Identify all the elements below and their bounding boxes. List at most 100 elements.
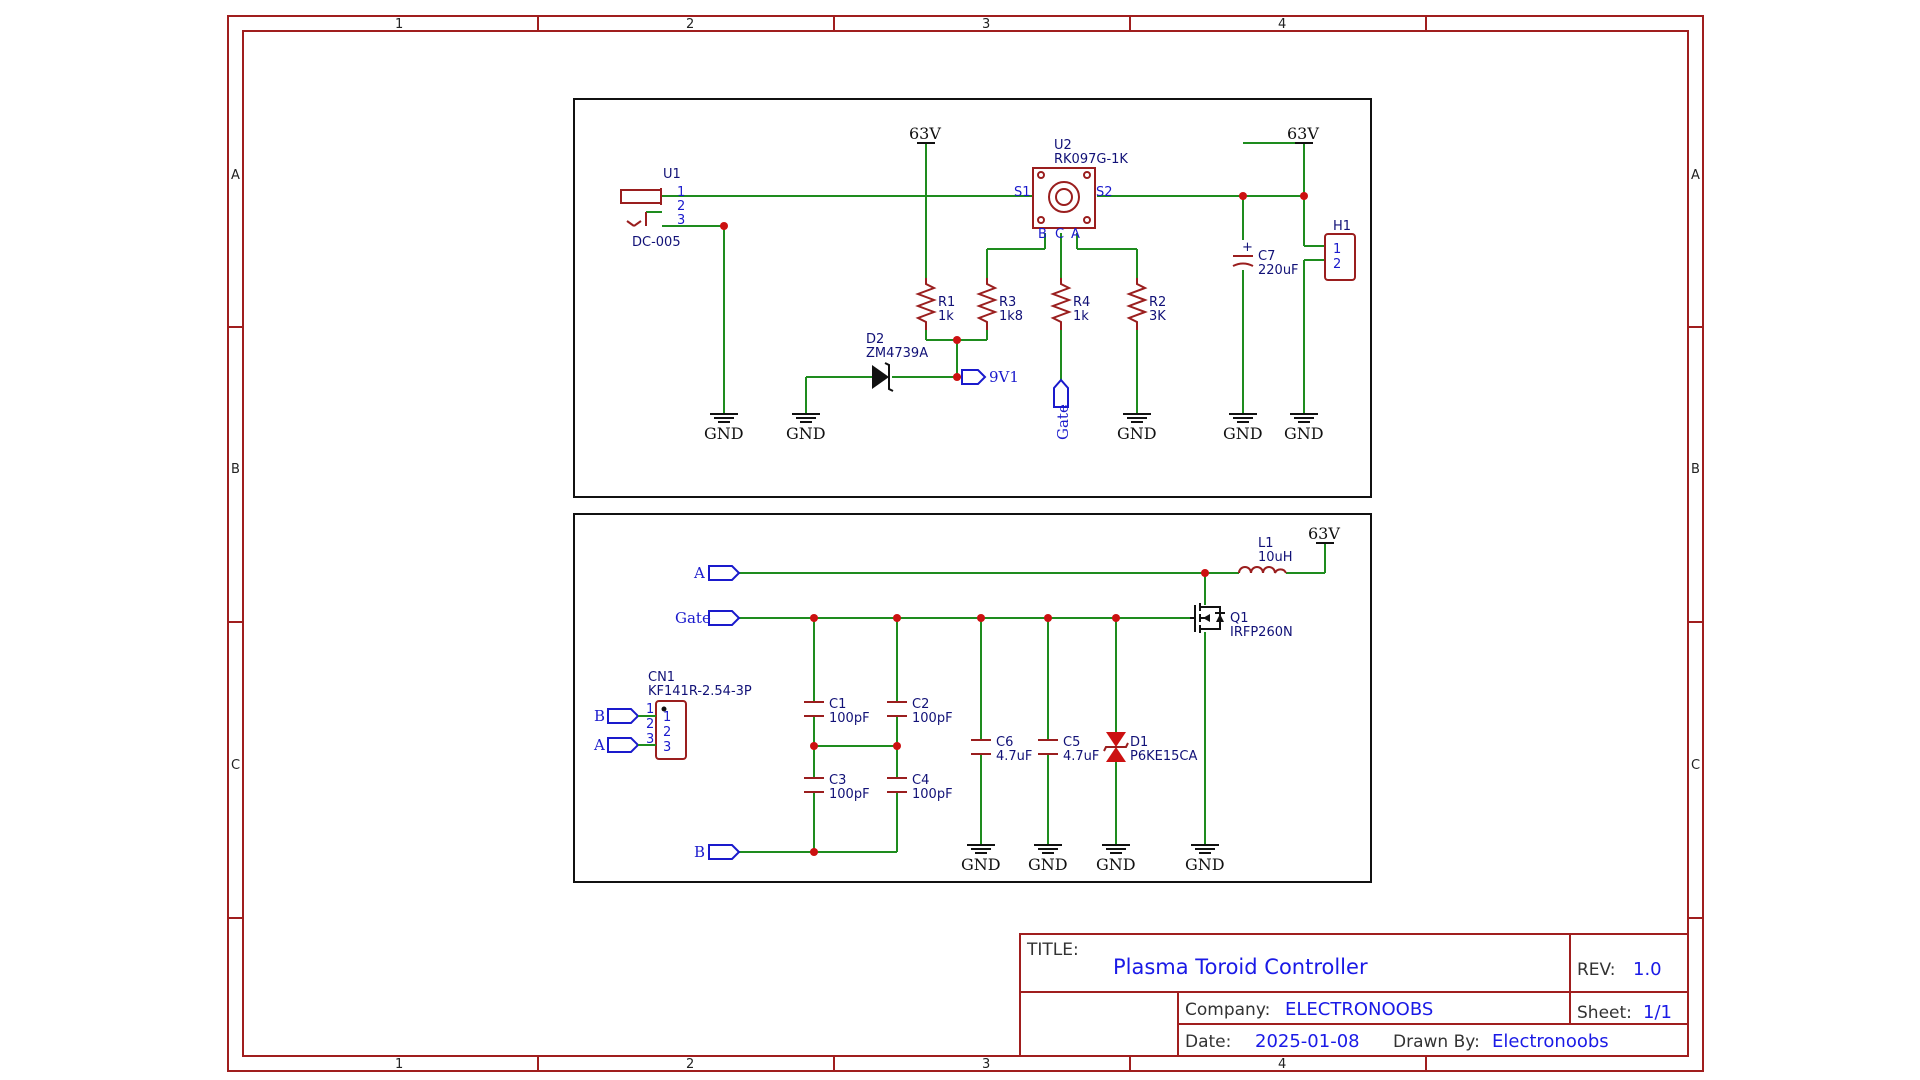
r1-value: 1k bbox=[938, 309, 954, 324]
c3-designator: C3 bbox=[829, 773, 846, 788]
col-label-3-bottom: 3 bbox=[982, 1057, 990, 1072]
row-label-c-right: C bbox=[1691, 758, 1700, 773]
h1-designator: H1 bbox=[1333, 219, 1351, 234]
cn1-inner-pin-3: 3 bbox=[663, 740, 671, 755]
u1-pin-3: 3 bbox=[677, 213, 685, 228]
sheet-frame: 1 2 3 4 1 2 3 4 A B C A B C bbox=[227, 15, 1704, 1072]
c6-value: 4.7uF bbox=[996, 749, 1032, 764]
u1-designator: U1 bbox=[663, 167, 681, 182]
c4-value: 100pF bbox=[912, 787, 953, 802]
power-flag-63v-right: 63V bbox=[1287, 124, 1319, 144]
cn1-pin-2: 2 bbox=[646, 717, 654, 732]
u2-pin-s1: S1 bbox=[1014, 185, 1031, 200]
u2-pin-b: B bbox=[1038, 227, 1047, 242]
net-gate-label: Gate bbox=[675, 609, 711, 627]
c1-value: 100pF bbox=[829, 711, 870, 726]
gnd-label-h1: GND bbox=[1284, 424, 1324, 443]
d1-value: P6KE15CA bbox=[1130, 749, 1197, 764]
rev-label: REV: bbox=[1577, 960, 1616, 980]
power-63v-lower-label: 63V bbox=[1308, 524, 1340, 543]
row-label-b-right: B bbox=[1691, 462, 1700, 477]
power-63v-right-label: 63V bbox=[1287, 124, 1319, 143]
c7-polarity: + bbox=[1242, 240, 1253, 255]
connector-cn1: CN1 KF141R-2.54-3P 1 2 3 1 2 3 B A bbox=[593, 670, 752, 760]
c2-designator: C2 bbox=[912, 697, 929, 712]
upper-wires bbox=[646, 142, 1325, 414]
r2-designator: R2 bbox=[1149, 295, 1166, 310]
sheet-label: Sheet: bbox=[1577, 1003, 1632, 1023]
gnd-symbols-lower: GND GND GND GND bbox=[961, 844, 1225, 874]
capacitor-c5: C5 4.7uF bbox=[1038, 735, 1099, 764]
r3-designator: R3 bbox=[999, 295, 1016, 310]
lower-block-border bbox=[573, 513, 1372, 883]
net-port-a: A bbox=[693, 564, 741, 582]
cn1-net-b-label: B bbox=[594, 707, 605, 725]
c3-value: 100pF bbox=[829, 787, 870, 802]
row-label-c-left: C bbox=[231, 758, 240, 773]
net-a-label: A bbox=[693, 564, 705, 582]
gnd-label-d1: GND bbox=[1096, 855, 1136, 874]
upper-junctions bbox=[720, 192, 1308, 381]
gnd-label-c5: GND bbox=[1028, 855, 1068, 874]
d1-designator: D1 bbox=[1130, 735, 1148, 750]
net-gate-upper-label: Gate bbox=[1054, 404, 1072, 440]
capacitor-c1: C1 100pF bbox=[804, 697, 870, 726]
gnd-label-r2: GND bbox=[1117, 424, 1157, 443]
d2-designator: D2 bbox=[866, 332, 884, 347]
col-label-3-top: 3 bbox=[982, 17, 990, 32]
gnd-label-c7: GND bbox=[1223, 424, 1263, 443]
title-block: TITLE: Plasma Toroid Controller REV: 1.0… bbox=[1019, 933, 1689, 1057]
net-port-gate-upper: Gate bbox=[1053, 378, 1072, 440]
col-label-1-top: 1 bbox=[395, 17, 403, 32]
u1-dc-jack: U1 1 2 3 DC-005 bbox=[620, 167, 685, 250]
row-label-a-right: A bbox=[1691, 168, 1700, 183]
u2-designator: U2 bbox=[1054, 138, 1072, 153]
power-63v-left-label: 63V bbox=[909, 124, 941, 143]
r2-value: 3K bbox=[1149, 309, 1166, 324]
col-label-4-bottom: 4 bbox=[1278, 1057, 1286, 1072]
c1-designator: C1 bbox=[829, 697, 846, 712]
power-flag-63v-lower: 63V bbox=[1308, 524, 1340, 544]
col-label-1-bottom: 1 bbox=[395, 1057, 403, 1072]
date-label: Date: bbox=[1185, 1032, 1231, 1052]
gnd-label-q1: GND bbox=[1185, 855, 1225, 874]
cn1-inner-pin-2: 2 bbox=[663, 725, 671, 740]
q1-designator: Q1 bbox=[1230, 611, 1249, 626]
inductor-l1: L1 10uH bbox=[1238, 536, 1293, 574]
capacitor-c2: C2 100pF bbox=[887, 697, 953, 726]
gnd-symbols-upper: GND GND GND GND GND bbox=[704, 413, 1324, 443]
rev-value: 1.0 bbox=[1633, 959, 1662, 980]
gnd-label-u1: GND bbox=[704, 424, 744, 443]
cn1-pin-1: 1 bbox=[646, 702, 654, 717]
zener-diode-d2: D2 ZM4739A bbox=[866, 332, 928, 392]
drawn-by-label: Drawn By: bbox=[1393, 1032, 1480, 1052]
net-port-9v1: 9V1 bbox=[961, 368, 1019, 386]
u2-pin-s2: S2 bbox=[1096, 185, 1113, 200]
l1-value: 10uH bbox=[1258, 550, 1293, 565]
r4-designator: R4 bbox=[1073, 295, 1090, 310]
h1-pin-1: 1 bbox=[1333, 242, 1341, 257]
header-h1: H1 1 2 bbox=[1324, 219, 1356, 281]
resistor-r2: R2 3K bbox=[1126, 278, 1166, 330]
tvs-diode-d1: D1 P6KE15CA bbox=[1103, 732, 1197, 764]
capacitor-c3: C3 100pF bbox=[804, 773, 870, 802]
u2-value: RK097G-1K bbox=[1054, 152, 1128, 167]
row-label-a-left: A bbox=[231, 168, 240, 183]
c2-value: 100pF bbox=[912, 711, 953, 726]
r4-value: 1k bbox=[1073, 309, 1089, 324]
mosfet-q1: Q1 IRFP260N bbox=[1190, 603, 1293, 640]
cn1-designator: CN1 bbox=[648, 670, 675, 685]
date-value: 2025-01-08 bbox=[1255, 1031, 1360, 1052]
cn1-pin-3: 3 bbox=[646, 732, 654, 747]
col-label-4-top: 4 bbox=[1278, 17, 1286, 32]
u1-value: DC-005 bbox=[632, 235, 681, 250]
u1-pin-2: 2 bbox=[677, 199, 685, 214]
capacitor-c7: + C7 220uF bbox=[1232, 240, 1299, 278]
gnd-label-c6: GND bbox=[961, 855, 1001, 874]
row-label-b-left: B bbox=[231, 462, 240, 477]
company-label: Company: bbox=[1185, 1000, 1270, 1020]
u1-pin-1: 1 bbox=[677, 185, 685, 200]
u2-potentiometer: U2 RK097G-1K S1 S2 B C A bbox=[1014, 138, 1128, 242]
col-label-2-top: 2 bbox=[686, 17, 694, 32]
